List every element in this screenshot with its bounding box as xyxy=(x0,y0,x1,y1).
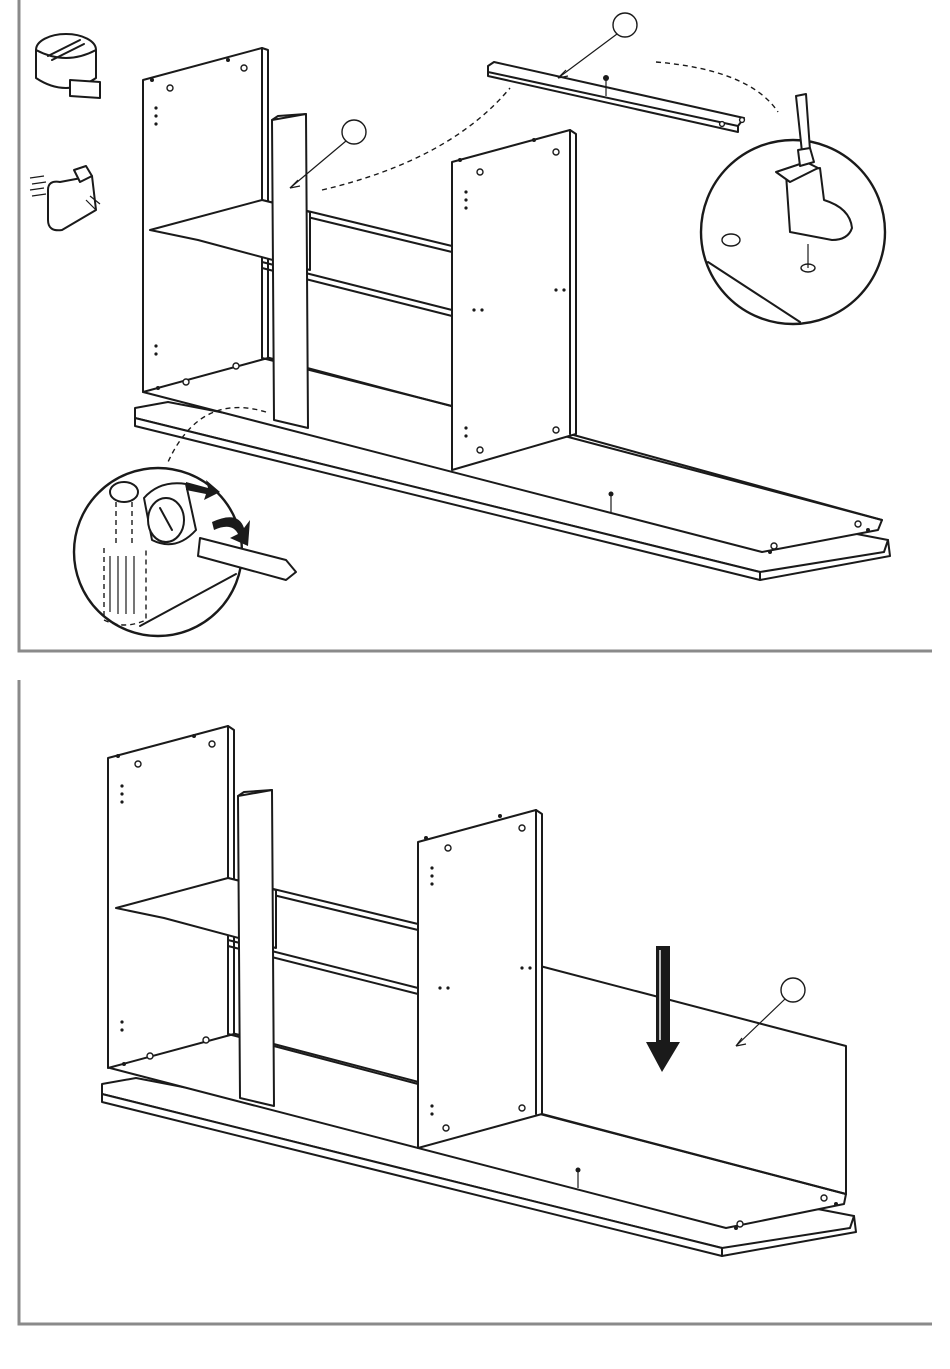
screwdriver-tighten-cam-detail xyxy=(74,468,296,636)
assembly-step-2 xyxy=(0,672,950,1369)
assembly-step-1 xyxy=(0,0,950,660)
shelf-support-pin-icon xyxy=(30,166,100,230)
cabinet-step2 xyxy=(102,726,856,1256)
callout-top-rail xyxy=(558,13,637,78)
cam-lock-icon xyxy=(36,34,100,98)
shelf-support-insert-detail xyxy=(701,94,885,324)
top-rail-part xyxy=(488,62,744,132)
